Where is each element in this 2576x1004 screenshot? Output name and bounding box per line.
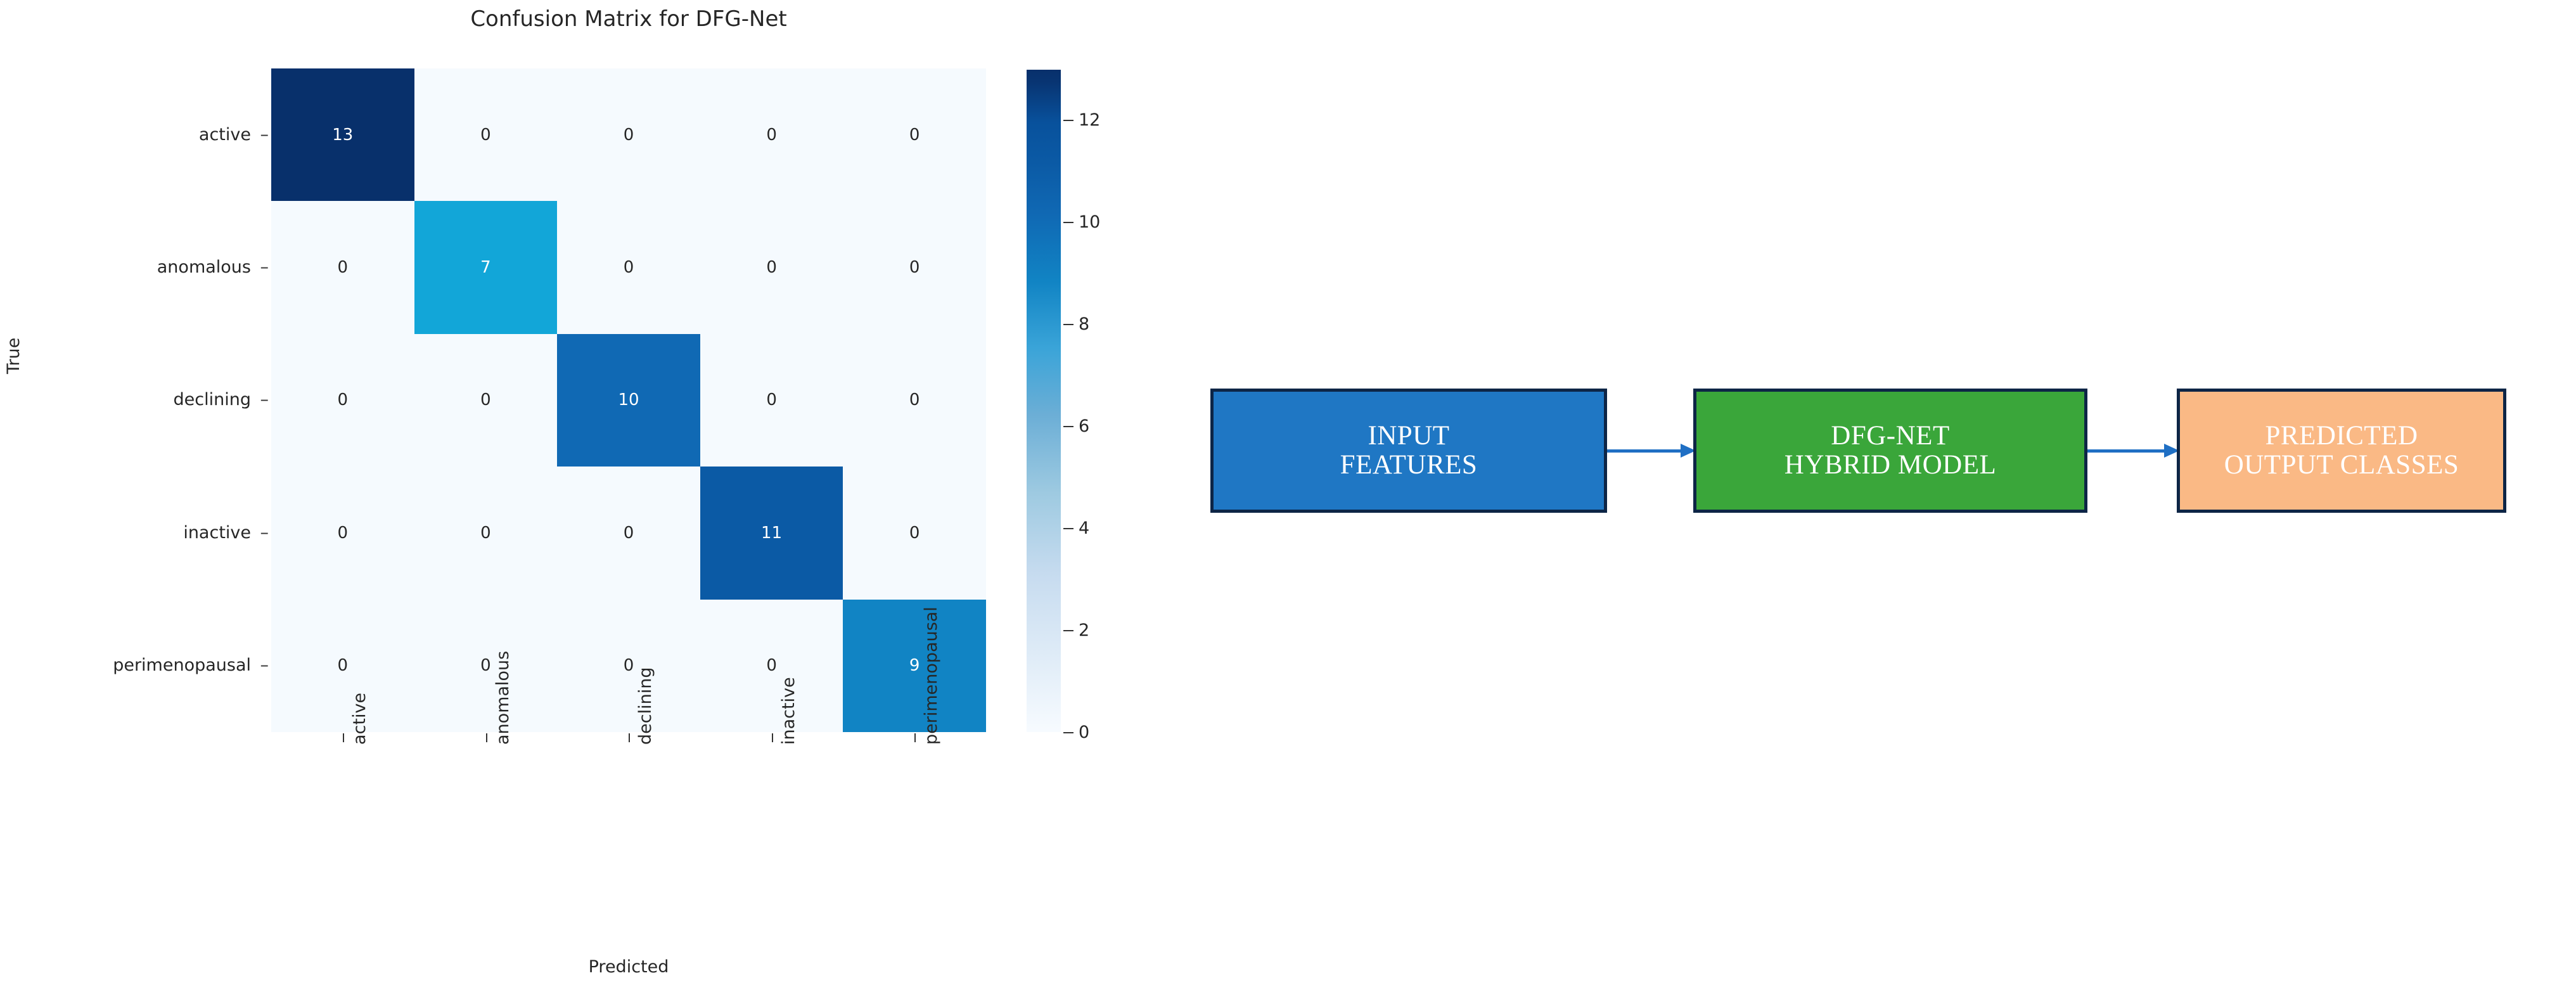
flow-box-output-line1: PREDICTED xyxy=(2265,420,2418,451)
x-tick-inactive: inactive xyxy=(779,677,798,745)
arrow-shaft xyxy=(2087,449,2165,453)
cell-1-1: 7 xyxy=(414,201,558,334)
cell-2-0: 0 xyxy=(337,390,349,410)
flow-box-input-features: INPUT FEATURES xyxy=(1210,389,1607,513)
x-tick-declining: declining xyxy=(636,667,655,745)
arrow-head xyxy=(1681,444,1696,458)
cell-2-2: 10 xyxy=(557,333,700,467)
colorbar-tickmark-6 xyxy=(1063,426,1073,427)
y-tick-label: declining xyxy=(173,390,251,409)
cell-4-0: 0 xyxy=(337,656,349,676)
x-tickmark-0 xyxy=(343,733,344,742)
chart-title: Confusion Matrix for DFG-Net xyxy=(470,6,787,32)
cell-2-1: 0 xyxy=(480,390,491,410)
cell-0-1: 0 xyxy=(480,125,491,145)
flow-box-dfg-net-hybrid-model: DFG-NET HYBRID MODEL xyxy=(1693,389,2087,513)
colorbar-tickmark-12 xyxy=(1063,120,1073,121)
x-tickmark-2 xyxy=(629,733,630,742)
heatmap-grid: 13 0 0 0 0 0 7 0 0 0 0 0 10 0 0 0 0 0 11… xyxy=(271,68,986,732)
arrow-shaft xyxy=(1607,449,1682,453)
x-tickmark-3 xyxy=(772,733,773,742)
x-tickmark-1 xyxy=(486,733,487,742)
cell-3-0: 0 xyxy=(337,523,349,543)
cell-4-3: 0 xyxy=(766,656,777,676)
cell-0-3: 0 xyxy=(766,125,777,145)
cell-3-3: 11 xyxy=(700,467,843,600)
cell-4-1: 0 xyxy=(480,656,491,676)
cell-2-4: 0 xyxy=(909,390,920,410)
y-tick-label: inactive xyxy=(183,523,251,543)
cell-0-2: 0 xyxy=(623,125,634,145)
arrow-input-to-model-icon xyxy=(1607,444,1696,458)
flow-box-input-line1: INPUT xyxy=(1368,420,1450,451)
arrow-model-to-output-icon xyxy=(2087,444,2179,458)
y-tick-label: perimenopausal xyxy=(113,655,251,675)
cell-2-3: 0 xyxy=(766,390,777,410)
cell-4-2: 0 xyxy=(623,656,634,676)
x-tick-anomalous: anomalous xyxy=(493,650,513,745)
y-axis-label: True xyxy=(4,337,23,374)
flow-box-predicted-output-classes: PREDICTED OUTPUT CLASSES xyxy=(2177,389,2506,513)
colorbar-tickmark-2 xyxy=(1063,630,1073,631)
flow-box-output-line2: OUTPUT CLASSES xyxy=(2224,450,2459,480)
pipeline-flow-diagram: INPUT FEATURES DFG-NET HYBRID MODEL PRED… xyxy=(1141,0,2576,1004)
colorbar xyxy=(1027,70,1061,732)
x-tickmark-4 xyxy=(914,733,916,742)
flow-box-input-line2: FEATURES xyxy=(1340,450,1478,480)
cell-3-4: 0 xyxy=(909,523,920,543)
colorbar-tickmark-8 xyxy=(1063,324,1073,325)
colorbar-tickmark-4 xyxy=(1063,528,1073,529)
colorbar-tickmark-10 xyxy=(1063,222,1073,223)
x-tick-active: active xyxy=(350,692,369,745)
y-tick-label: active xyxy=(198,125,251,145)
cell-3-2: 0 xyxy=(623,523,634,543)
cell-3-1: 0 xyxy=(480,523,491,543)
colorbar-tickmark-0 xyxy=(1063,732,1073,733)
cell-1-2: 0 xyxy=(623,258,634,278)
x-axis-label: Predicted xyxy=(588,957,669,977)
cell-4-4: 9 xyxy=(843,599,986,732)
confusion-matrix-figure: Confusion Matrix for DFG-Net True active… xyxy=(4,6,1101,977)
x-tick-perimenopausal: perimenopausal xyxy=(921,607,941,745)
cell-1-3: 0 xyxy=(766,258,777,278)
flow-box-model-line2: HYBRID MODEL xyxy=(1784,450,1997,480)
flow-box-model-line1: DFG-NET xyxy=(1831,420,1950,451)
y-tick-label: anomalous xyxy=(157,257,251,277)
cell-0-4: 0 xyxy=(909,125,920,145)
cell-1-0: 0 xyxy=(337,258,349,278)
arrow-head xyxy=(2164,444,2179,458)
cell-0-0: 13 xyxy=(271,68,414,202)
cell-1-4: 0 xyxy=(909,258,920,278)
